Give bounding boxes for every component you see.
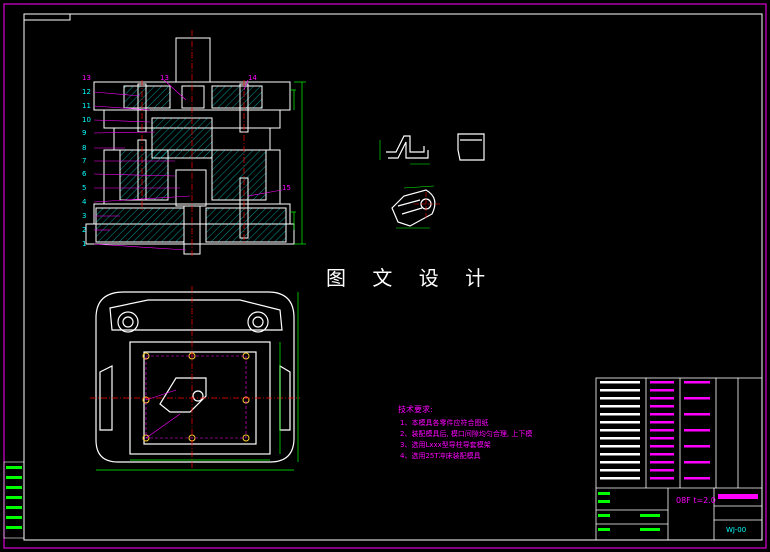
part-number-label: 6 — [82, 170, 87, 178]
watermark-text: 图 文 设 计 — [326, 266, 496, 290]
title-block — [595, 377, 763, 541]
revision-strip — [3, 461, 25, 539]
part-number-label: 5 — [82, 184, 87, 192]
section-centerlines — [141, 30, 245, 258]
part-number-label-top: 13 — [160, 74, 169, 82]
part-sketch-dims — [379, 140, 435, 229]
title-block-drawing-code: WJ-00 — [726, 526, 747, 534]
part-number-label-top: 14 — [248, 74, 257, 82]
drawing-outer-border — [3, 3, 767, 549]
title-block-rows — [598, 381, 758, 531]
plan-layout-lines — [145, 355, 247, 439]
leader-lines — [93, 79, 283, 251]
tech-requirement-3: 3、选用Lxxx型导柱导套模架 — [400, 441, 491, 449]
part-number-label: 7 — [82, 157, 87, 165]
part-number-label: 9 — [82, 129, 87, 137]
part-sketch-center — [414, 192, 440, 218]
drawing-inner-border — [23, 13, 763, 541]
part-number-label: 1 — [82, 240, 87, 248]
part-sketch — [386, 133, 485, 227]
plan-centerlines — [90, 286, 300, 468]
tech-requirement-1: 1、本模具各零件应符合图纸 — [400, 419, 489, 427]
title-block-material: 08F t=2.0 — [676, 496, 716, 505]
part-number-label: 10 — [82, 116, 91, 124]
part-number-label: 4 — [82, 198, 87, 206]
plan-hole-markers — [142, 352, 250, 442]
part-number-label: 2 — [82, 226, 87, 234]
tech-requirements-title: 技术要求: — [398, 405, 433, 414]
tech-requirement-4: 4、选用25T冲床装配模具 — [400, 452, 481, 460]
part-number-label-right: 15 — [282, 184, 291, 192]
section-view — [85, 37, 295, 255]
part-number-label: 3 — [82, 212, 87, 220]
part-number-label: 8 — [82, 144, 87, 152]
part-number-label: 11 — [82, 102, 91, 110]
tech-requirement-2: 2、装配模具后, 模口间隙均匀合理, 上下模 — [400, 430, 533, 438]
part-number-label: 13 — [82, 74, 91, 82]
section-dimensions — [290, 81, 306, 245]
corner-tab — [23, 13, 71, 21]
part-number-label: 12 — [82, 88, 91, 96]
plan-dimensions — [96, 292, 299, 471]
